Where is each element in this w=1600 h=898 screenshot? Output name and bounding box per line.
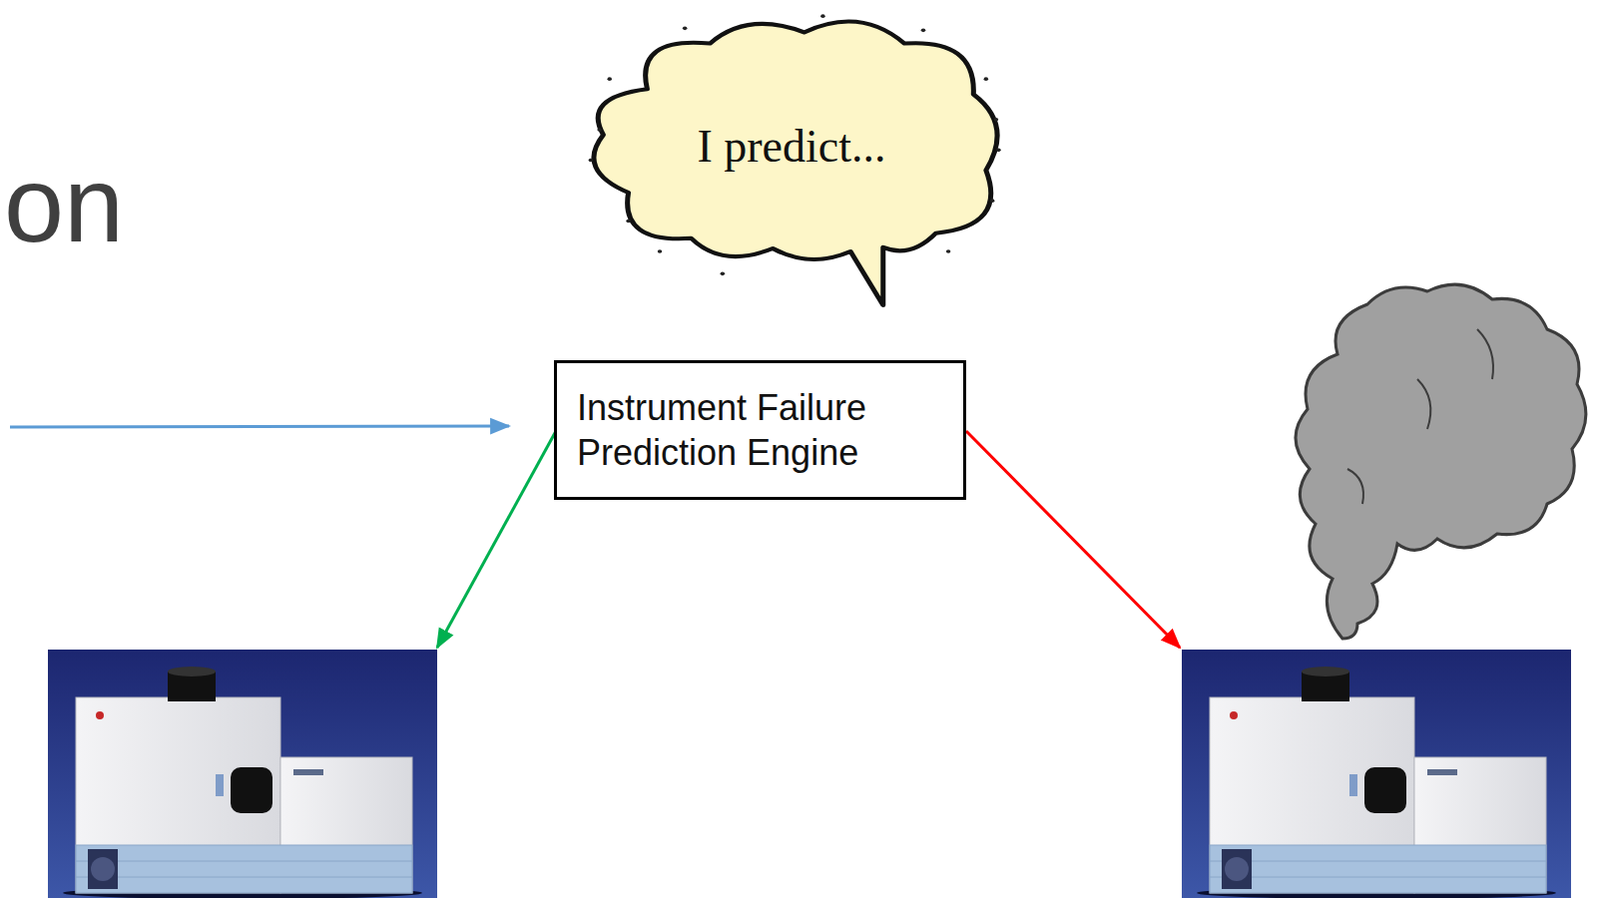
process-box: Instrument Failure Prediction Engine bbox=[553, 360, 967, 501]
fail-arrow bbox=[966, 431, 1180, 648]
instrument-image bbox=[1181, 649, 1572, 898]
ok-arrow bbox=[437, 431, 556, 648]
title-fragment: on bbox=[3, 139, 124, 270]
thought-bubble: I predict... bbox=[571, 7, 1012, 313]
smoke-detail bbox=[1347, 329, 1494, 505]
input-arrow bbox=[9, 426, 510, 428]
thought-text: I predict... bbox=[571, 119, 1012, 173]
box-label: Instrument Failure Prediction Engine bbox=[576, 385, 944, 476]
instrument-image bbox=[47, 649, 438, 898]
smoke-cloud bbox=[1295, 284, 1587, 639]
